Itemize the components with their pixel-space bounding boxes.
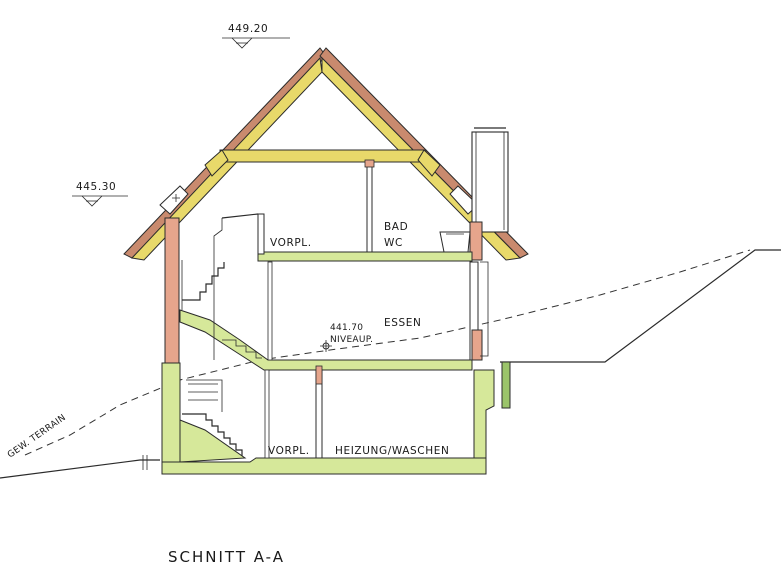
niveau-label: NIVEAUP. xyxy=(330,335,373,345)
ground-floor-level-marker: 441.70 NIVEAUP. xyxy=(320,323,373,352)
purlin-right xyxy=(417,149,441,177)
finished-terrain-line xyxy=(0,249,781,479)
wc-label: WC xyxy=(384,237,403,249)
stair-base-basement xyxy=(179,419,247,463)
eave-elevation-label: 445.30 xyxy=(76,181,116,193)
wall-right-brick-mid xyxy=(471,329,483,361)
interior-elements xyxy=(213,159,471,459)
terrain-label: GEW. TERRAIN xyxy=(6,413,68,461)
roof xyxy=(123,47,529,261)
slab-ground xyxy=(179,309,473,371)
wall-right-lower xyxy=(473,369,495,471)
floor-slabs xyxy=(161,251,487,475)
wall-right-upper xyxy=(469,221,483,261)
purlin-left xyxy=(204,149,229,177)
bath-label: BAD xyxy=(384,221,408,233)
ridge-elevation-marker: 449.20 xyxy=(222,23,290,49)
utility-label: HEIZUNG/WASCHEN xyxy=(335,445,449,457)
stair-lower xyxy=(182,379,243,456)
gable-block-left xyxy=(159,185,189,215)
slab-attic xyxy=(257,251,473,262)
chimney xyxy=(471,127,509,233)
dining-label: ESSEN xyxy=(384,317,421,329)
existing-terrain-line xyxy=(24,249,751,456)
bathtub xyxy=(439,231,471,253)
stair-mid xyxy=(222,339,262,359)
upper-hall-label: VORPL. xyxy=(270,237,312,249)
slab-basement xyxy=(161,457,487,475)
eave-elevation-marker: 445.30 xyxy=(72,181,128,207)
ridge-elevation-label: 449.20 xyxy=(228,23,268,35)
lower-hall-label: VORPL. xyxy=(268,445,310,457)
wall-left-lower xyxy=(161,362,181,472)
stair-upper xyxy=(181,260,225,310)
ground-floor-elevation-label: 441.70 xyxy=(330,323,363,333)
gable-block-right xyxy=(449,185,479,215)
collar-beam xyxy=(219,149,427,163)
wall-left-upper xyxy=(164,217,180,364)
drawing-title: SCHNITT A-A xyxy=(168,548,285,566)
exterior-walls xyxy=(161,217,511,472)
